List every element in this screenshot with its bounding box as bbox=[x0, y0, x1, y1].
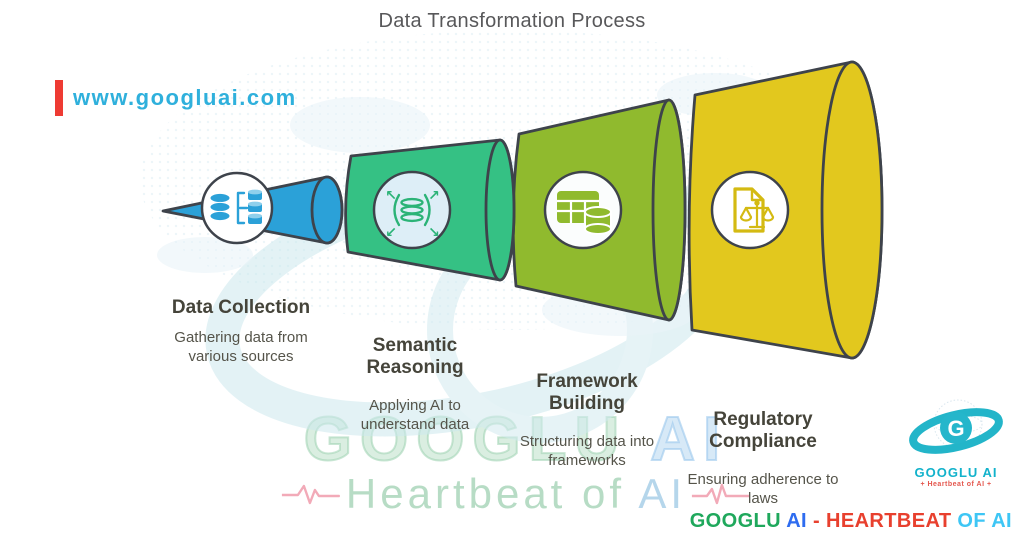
watermark-tagline-green: Heartbeat of bbox=[345, 470, 639, 517]
svg-text:G: G bbox=[947, 416, 964, 441]
ekg-line-right-icon bbox=[692, 483, 751, 505]
footer-of-ai: OF AI bbox=[957, 510, 1012, 532]
ekg-line-left-icon bbox=[281, 484, 340, 505]
googlu-ai-logo: G GOOGLU AI + Heartbeat of AI + bbox=[894, 398, 1018, 488]
svg-text:↙: ↙ bbox=[385, 225, 397, 241]
website-url: www.googluai.com bbox=[73, 85, 297, 110]
watermark-heartbeat-row: Heartbeat of AI bbox=[281, 470, 751, 518]
stage-description: Gathering data from various sources bbox=[174, 329, 308, 366]
stage-title: Semantic Reasoning bbox=[366, 335, 464, 379]
watermark-tagline: Heartbeat of AI bbox=[346, 470, 686, 518]
table-database-icon bbox=[557, 191, 612, 235]
stage-2-icon-circle bbox=[372, 170, 452, 250]
semantic-expand-icon: ↖ ↗ ↙ ↘ bbox=[385, 188, 440, 241]
logo-tagline: + Heartbeat of AI + bbox=[920, 481, 992, 488]
svg-text:↖: ↖ bbox=[385, 188, 397, 204]
svg-text:↗: ↗ bbox=[428, 188, 440, 204]
website-badge: www.googluai.com bbox=[55, 80, 297, 116]
svg-text:↘: ↘ bbox=[428, 225, 440, 241]
stage-title: Regulatory Compliance bbox=[709, 409, 817, 453]
document-scales-icon bbox=[733, 187, 775, 233]
stage-description: Applying AI to understand data bbox=[360, 396, 470, 433]
watermark-brand-ai: AI bbox=[649, 404, 729, 475]
footer-heartbeat: - HEARTBEAT bbox=[812, 510, 958, 532]
stage-label-data-collection: Data Collection Gathering data from vari… bbox=[131, 297, 351, 367]
stage-label-framework-building: Framework Building Structuring data into… bbox=[502, 371, 672, 470]
stage-description: Ensuring adherence to laws bbox=[687, 470, 839, 507]
stage-title: Framework Building bbox=[536, 371, 638, 415]
logo-name: GOOGLU AI bbox=[914, 465, 998, 480]
stage-label-regulatory-compliance: Regulatory Compliance Ensuring adherence… bbox=[683, 409, 843, 508]
database-sources-icon bbox=[209, 189, 262, 225]
footer-brand-line: GOOGLU AI - HEARTBEAT OF AI bbox=[690, 510, 1012, 533]
footer-ai: AI bbox=[786, 510, 813, 532]
footer-brand: GOOGLU bbox=[689, 510, 787, 532]
googlu-ai-logo-icon: G bbox=[909, 399, 1003, 454]
stage-label-semantic-reasoning: Semantic Reasoning Applying AI to unders… bbox=[340, 335, 490, 434]
page-title: Data Transformation Process bbox=[378, 10, 646, 32]
website-accent-bar bbox=[55, 80, 63, 116]
stage-title: Data Collection bbox=[171, 297, 311, 318]
watermark-tagline-ai: AI bbox=[638, 470, 687, 517]
stage-description: Structuring data into frameworks bbox=[519, 432, 655, 469]
